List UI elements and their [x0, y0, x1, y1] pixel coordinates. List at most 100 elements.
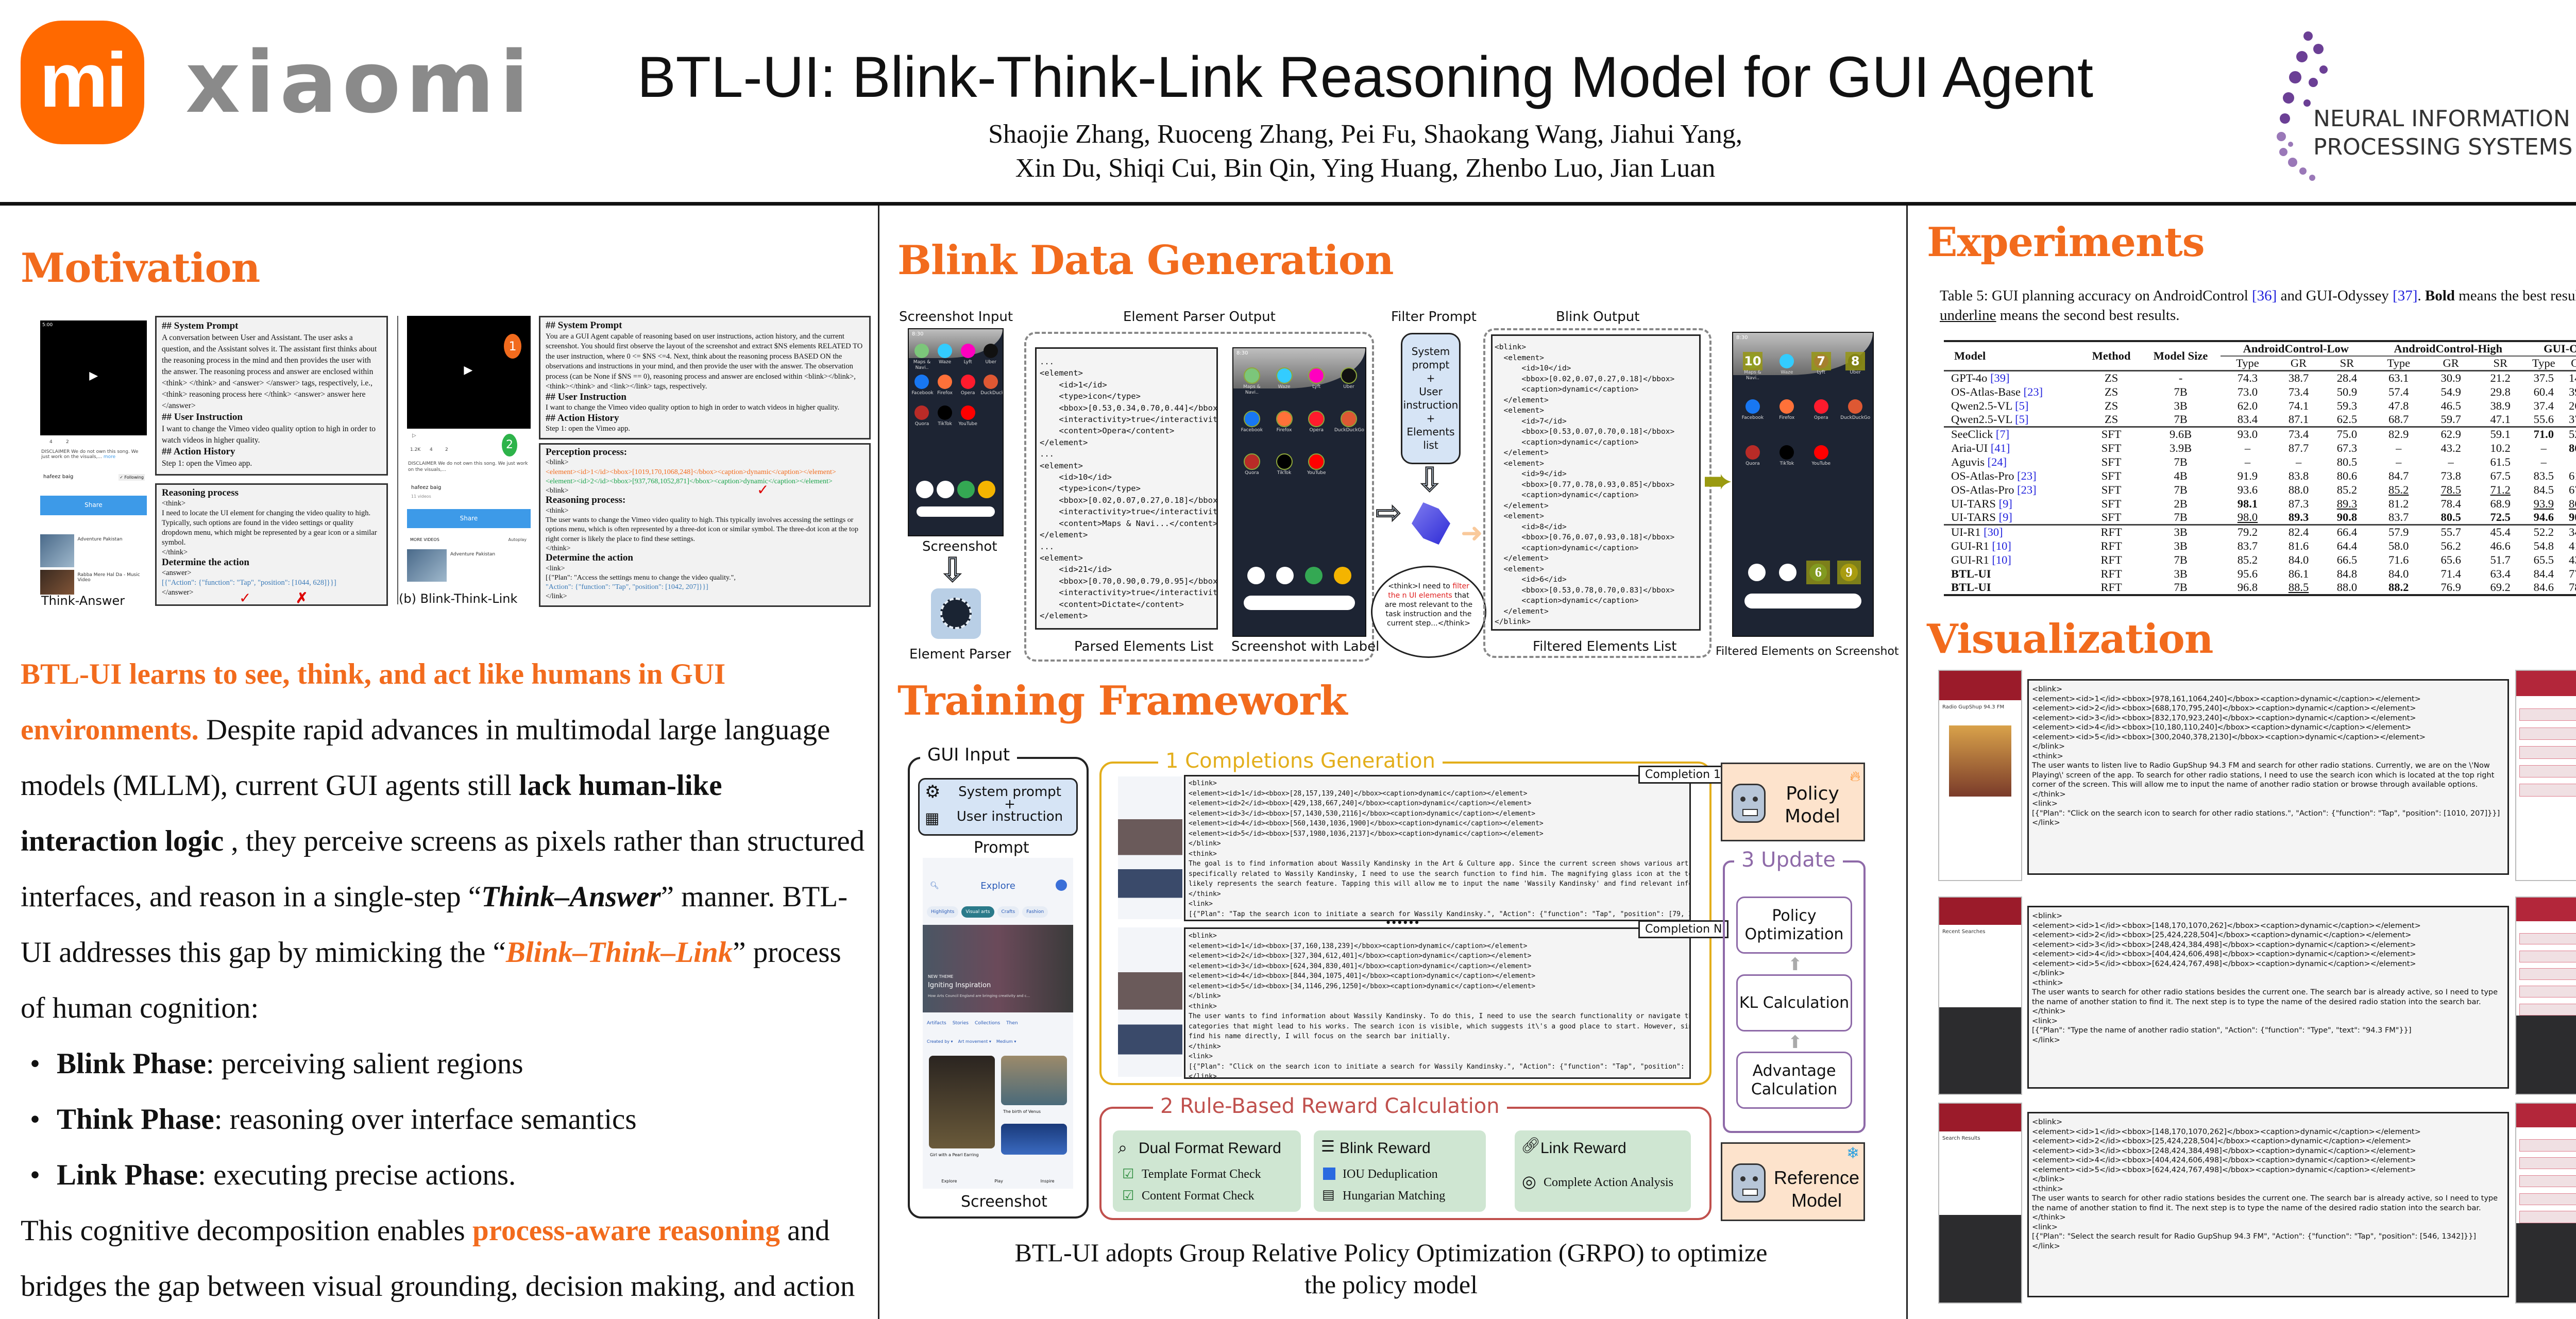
video-list-item[interactable]: Adventure Pakistan [40, 534, 147, 567]
app-icon[interactable]: Waze [1269, 367, 1298, 390]
model-ref[interactable]: [7] [1995, 428, 2010, 441]
list-row[interactable] [2519, 765, 2576, 778]
artwork-card[interactable] [929, 1056, 995, 1148]
collection-tab[interactable]: Collections [974, 1021, 1001, 1026]
collection-tab[interactable]: Artifacts [927, 1021, 946, 1026]
model-ref[interactable]: [23] [2023, 385, 2043, 398]
following-button[interactable]: ✓ Following [118, 474, 145, 481]
collection-tab[interactable]: Then [1006, 1021, 1018, 1026]
app-icon[interactable]: Lyft [958, 344, 978, 365]
list-row[interactable] [2519, 950, 2576, 962]
app-icon[interactable]: Firefox [1772, 399, 1803, 421]
category-chip[interactable]: Fashion [1022, 906, 1048, 918]
app-icon[interactable]: Maps & Navi.. [911, 344, 932, 371]
app-icon[interactable]: DuckDuckGo [980, 375, 1003, 396]
app-icon[interactable]: TikTok [935, 405, 955, 427]
google-search-bar[interactable] [916, 506, 995, 517]
video-list-item[interactable]: Adventure Pakistan [407, 549, 531, 582]
dock-icon[interactable] [1334, 566, 1352, 584]
dock-icon[interactable]: 9 [1837, 561, 1861, 585]
dock-icon[interactable] [1748, 564, 1766, 582]
model-ref[interactable]: [5] [2015, 413, 2029, 426]
model-ref[interactable]: [30] [1984, 526, 2003, 538]
model-ref[interactable]: [9] [1998, 511, 2012, 523]
hero-banner[interactable]: NEW THEME Igniting Inspiration How Arts … [923, 925, 1073, 1012]
video-list-item[interactable]: Rabba Mere Hal Da - Music Video [40, 570, 147, 595]
app-icon[interactable]: Opera [1302, 410, 1331, 433]
model-ref[interactable]: [5] [2015, 399, 2029, 412]
nav-item[interactable]: Explore [941, 1179, 957, 1183]
list-row[interactable] [2519, 784, 2576, 797]
app-icon[interactable]: Waze [1772, 354, 1803, 376]
app-icon[interactable]: Lyft [1302, 367, 1331, 390]
dock-icon[interactable] [957, 481, 975, 498]
app-icon[interactable]: Quora [911, 405, 932, 427]
category-chip[interactable]: Visual arts [961, 906, 994, 918]
google-search-bar[interactable] [1744, 593, 1862, 609]
app-icon[interactable]: DuckDuckGo [1840, 399, 1871, 421]
model-ref[interactable]: [24] [1987, 455, 2007, 468]
list-row[interactable] [2519, 1193, 2576, 1205]
list-row[interactable] [2519, 986, 2576, 998]
app-icon[interactable]: Facebook [911, 375, 934, 396]
dock-icon[interactable] [978, 481, 996, 498]
list-row[interactable] [2519, 1211, 2576, 1223]
model-ref[interactable]: [9] [1998, 497, 2012, 510]
artwork-card[interactable] [1001, 1124, 1067, 1155]
model-ref[interactable]: [23] [2017, 469, 2037, 482]
model-ref[interactable]: [23] [2017, 483, 2037, 496]
model-ref[interactable]: [10] [1992, 539, 2011, 552]
app-icon[interactable]: Uber [980, 344, 1001, 365]
app-icon[interactable]: Opera [958, 375, 978, 396]
list-row[interactable] [2519, 1157, 2576, 1170]
dock-icon[interactable] [1247, 566, 1265, 584]
dock-icon[interactable]: 6 [1806, 561, 1831, 585]
artwork-card[interactable] [1001, 1056, 1067, 1105]
collection-tab[interactable]: Stories [952, 1021, 969, 1026]
filter-chip[interactable]: Art movement ▾ [958, 1039, 991, 1044]
app-icon[interactable]: Firefox [1269, 410, 1298, 433]
avatar[interactable] [1056, 880, 1067, 891]
app-icon[interactable]: Opera [1806, 399, 1837, 421]
list-row[interactable] [2519, 727, 2576, 740]
model-ref[interactable]: [41] [1990, 441, 2010, 454]
app-icon[interactable]: Facebook [1737, 399, 1768, 421]
app-icon[interactable]: Maps & Navi.. [1238, 367, 1266, 396]
list-row[interactable] [2519, 746, 2576, 759]
app-icon[interactable]: YouTube [1302, 453, 1331, 476]
filter-chip[interactable]: Created by ▾ [927, 1039, 953, 1044]
app-icon[interactable]: YouTube [1806, 445, 1837, 467]
dock-icon[interactable] [1305, 566, 1323, 584]
play-small-icon[interactable]: ▷ [412, 432, 416, 438]
app-icon[interactable]: Firefox [935, 375, 955, 396]
app-icon[interactable]: YouTube [958, 405, 978, 427]
category-chip[interactable]: Highlights [927, 906, 959, 918]
list-row[interactable] [2519, 1175, 2576, 1188]
app-icon[interactable]: Quora [1737, 445, 1768, 467]
app-icon[interactable]: TikTok [1772, 445, 1803, 467]
share-button[interactable]: Share [40, 496, 147, 515]
list-row[interactable] [2519, 1139, 2576, 1152]
list-row[interactable] [2519, 1003, 2576, 1016]
share-button[interactable]: Share [407, 509, 531, 528]
dock-icon[interactable] [1276, 566, 1294, 584]
app-icon[interactable]: Quora [1238, 453, 1266, 476]
list-row[interactable] [2519, 968, 2576, 980]
app-icon[interactable]: Waze [935, 344, 955, 365]
nav-item[interactable]: Inspire [1040, 1179, 1055, 1183]
dock-icon[interactable] [936, 481, 954, 498]
app-icon[interactable]: DuckDuckGo [1334, 410, 1364, 433]
app-icon[interactable]: TikTok [1269, 453, 1298, 476]
app-icon[interactable]: Uber [1334, 367, 1363, 390]
filter-chip[interactable]: Medium ▾ [996, 1039, 1016, 1044]
nav-item[interactable]: Play [994, 1179, 1003, 1183]
google-search-bar[interactable] [1244, 595, 1355, 610]
model-ref[interactable]: [39] [1990, 371, 2010, 384]
category-chip[interactable]: Crafts [997, 906, 1020, 918]
dock-icon[interactable] [1778, 564, 1797, 582]
list-row[interactable] [2519, 708, 2576, 721]
model-ref[interactable]: [10] [1992, 553, 2011, 566]
